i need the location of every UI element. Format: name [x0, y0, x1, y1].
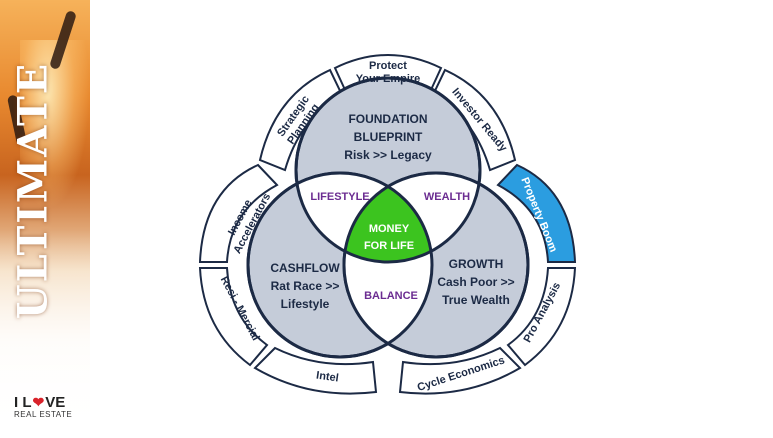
top-label-2: BLUEPRINT: [354, 130, 423, 144]
intel-label: Intel: [315, 370, 339, 385]
segment-pro-analysis[interactable]: [506, 267, 577, 367]
circle-growth-outline: [342, 171, 530, 359]
logo-line-2: REAL ESTATE: [14, 410, 73, 419]
segment-income-accelerators[interactable]: [198, 163, 279, 263]
center-overlap[interactable]: [344, 173, 528, 357]
logo-line-1: I L❤VE: [14, 394, 94, 411]
top-label-3: Risk >> Legacy: [344, 148, 432, 162]
sidebar-photo: [0, 0, 90, 438]
logo-text-b: VE: [45, 394, 66, 411]
protect-label-2: Your Empire: [356, 73, 421, 85]
lifestyle-label: LIFESTYLE: [310, 191, 369, 203]
segment-strategic-planning[interactable]: [258, 68, 344, 172]
center-label-2: FOR LIFE: [364, 240, 414, 252]
segment-resi-mercial[interactable]: [198, 267, 269, 367]
protect-label-1: Protect: [369, 60, 407, 72]
segment-intel[interactable]: [253, 346, 378, 395]
venn-circles: [246, 76, 530, 359]
circle-labels: FOUNDATION BLUEPRINT Risk >> Legacy CASH…: [270, 112, 514, 311]
logo-text-a: I L: [14, 394, 32, 411]
right-label-1: GROWTH: [449, 257, 504, 271]
circle-foundation-outline: [294, 76, 482, 264]
segment-property-boom[interactable]: [496, 163, 577, 263]
top-label-1: FOUNDATION: [348, 112, 427, 126]
left-label-3: Lifestyle: [281, 297, 330, 311]
balance-label: BALANCE: [364, 290, 418, 302]
wealth-label: WEALTH: [424, 191, 470, 203]
outer-segments: [198, 54, 577, 395]
segment-cycle-economics[interactable]: [398, 346, 522, 395]
right-label-2: Cash Poor >>: [437, 275, 514, 289]
circle-cashflow-outline: [246, 171, 434, 359]
left-label-2: Rat Race >>: [271, 279, 340, 293]
i-love-real-estate-logo: I L❤VE REAL ESTATE: [14, 395, 94, 429]
center-label-1: MONEY: [369, 223, 410, 235]
right-label-3: True Wealth: [442, 293, 510, 307]
left-label-1: CASHFLOW: [270, 261, 340, 275]
sidebar-fade: [0, 230, 90, 438]
heart-icon: ❤: [32, 394, 45, 410]
